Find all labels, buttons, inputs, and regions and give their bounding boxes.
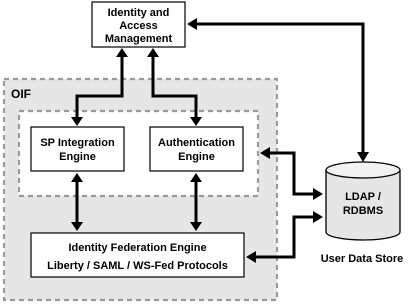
sp-integration-engine-box: SP Integration Engine <box>30 126 125 172</box>
connector-sp-integration-federation <box>71 173 83 231</box>
iam-label-line2: Access <box>119 20 158 32</box>
ldap-rdbms-cylinder: LDAP / RDBMS <box>325 161 401 241</box>
iam-label-line1: Identity and <box>108 7 170 19</box>
sp-integration-label-line1: SP Integration <box>40 137 115 149</box>
authentication-label-line1: Authentication <box>158 137 235 149</box>
authentication-engine-box: Authentication Engine <box>149 126 244 172</box>
connector-engines-user-data-store <box>260 147 323 200</box>
iam-box: Identity and Access Management <box>91 1 186 48</box>
ldap-label-line1: LDAP / <box>345 191 381 203</box>
oif-label: OIF <box>11 87 31 101</box>
connector-authentication-federation <box>190 173 202 231</box>
connector-federation-user-data-store <box>246 211 323 263</box>
identity-federation-engine-box: Identity Federation Engine Liberty / SAM… <box>30 232 245 278</box>
federation-label-line1: Identity Federation Engine <box>68 242 206 254</box>
ldap-label-line2: RDBMS <box>343 205 383 217</box>
iam-label-line3: Management <box>105 33 173 45</box>
sp-integration-label-line2: Engine <box>59 151 96 163</box>
federation-label-line2: Liberty / SAML / WS-Fed Protocols <box>47 260 228 272</box>
connector-iam-authentication <box>147 48 202 126</box>
user-data-store-label: User Data Store <box>321 253 404 265</box>
authentication-label-line2: Engine <box>178 151 215 163</box>
connector-iam-user-data-store <box>187 18 369 162</box>
connector-iam-sp-integration <box>71 48 128 126</box>
